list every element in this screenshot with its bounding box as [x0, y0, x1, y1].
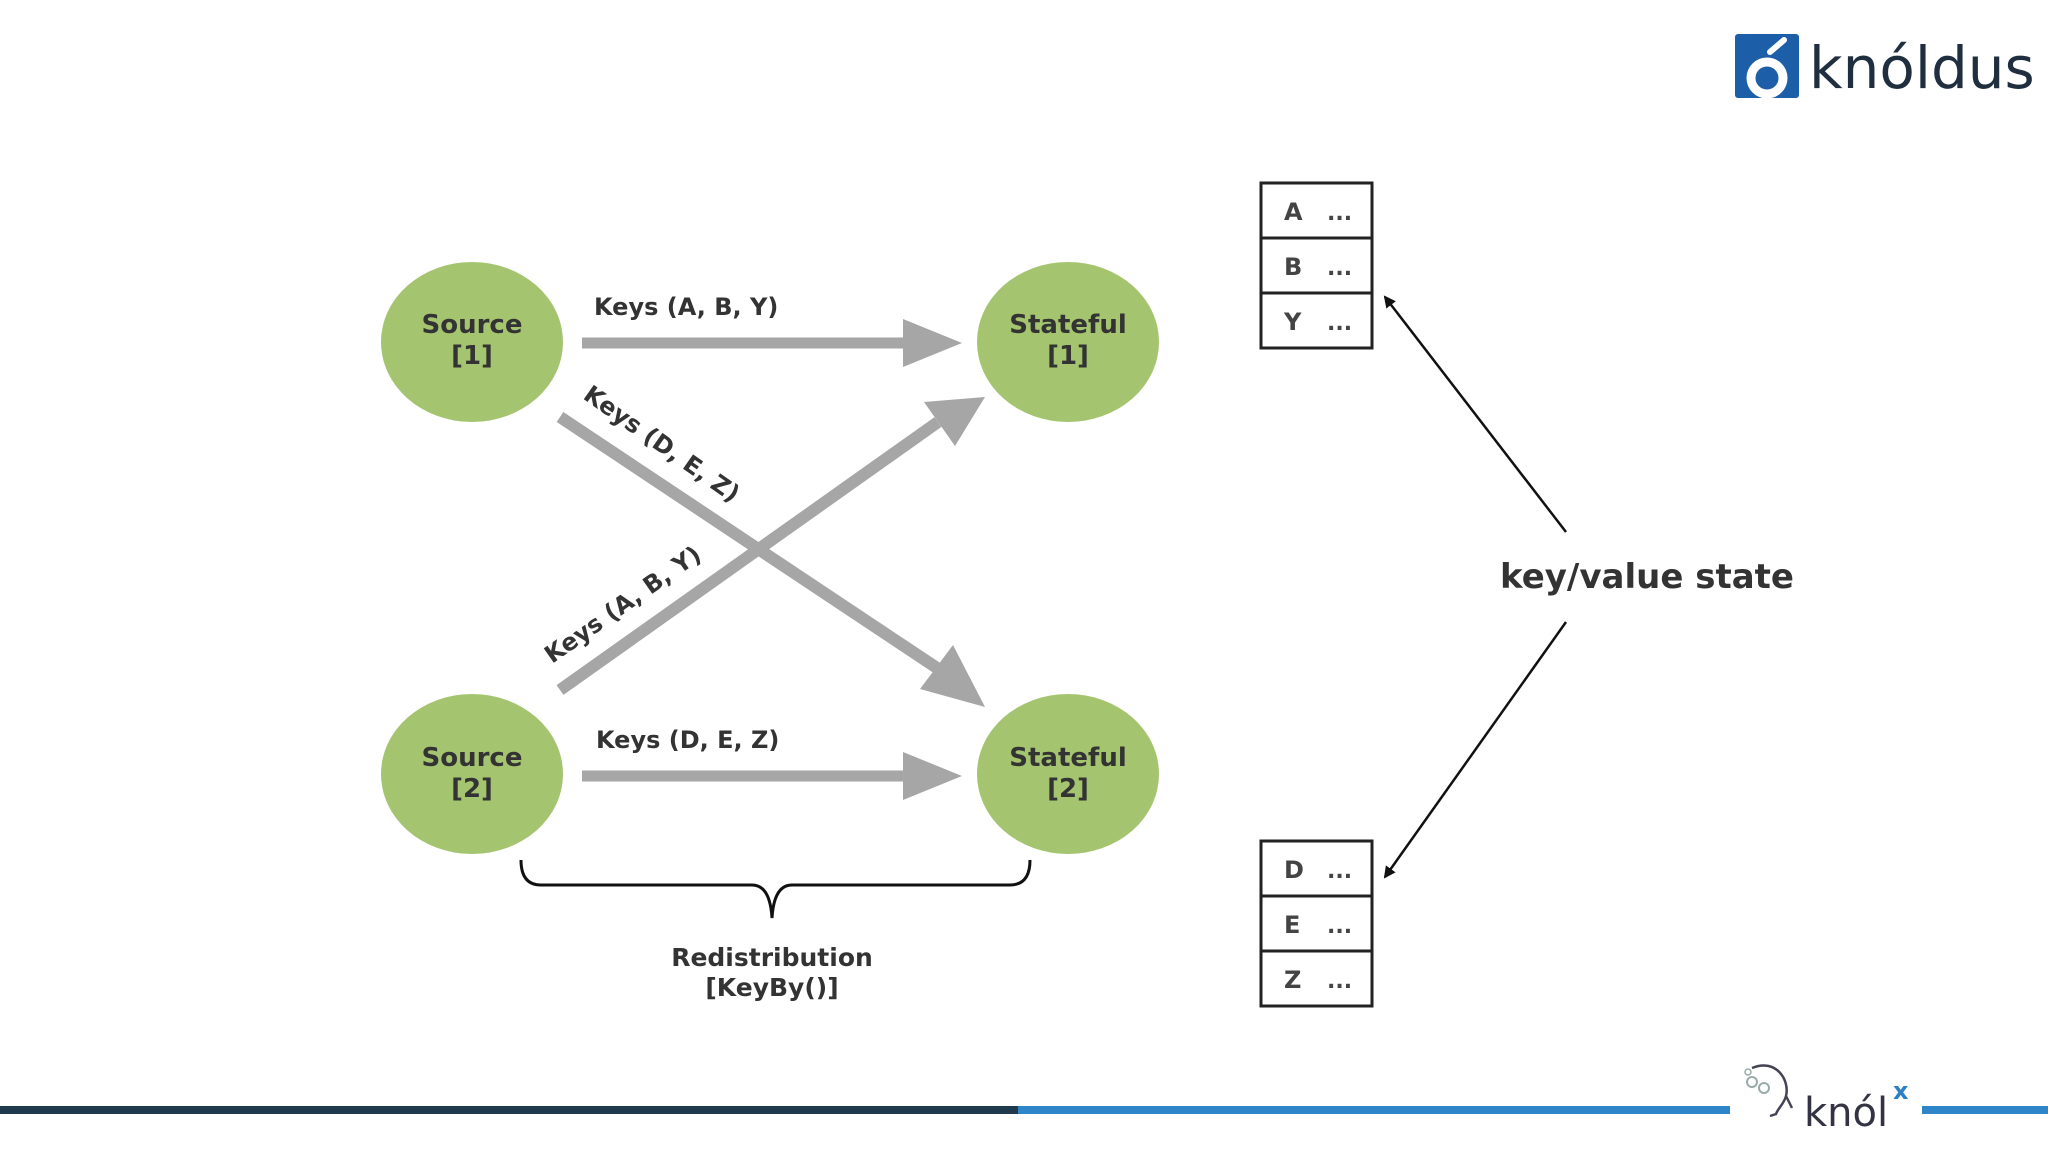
state-table-1-key-a: A: [1284, 198, 1303, 226]
pointer-to-state-table-2: [1383, 621, 1568, 879]
node-stateful-1-index: [1]: [1047, 341, 1089, 371]
arrowhead-s1-to-st2-icon: [920, 645, 985, 707]
node-source-2-title: Source: [422, 743, 523, 773]
state-table-2-key-z: Z: [1284, 966, 1301, 994]
state-table-1: A ... B ... Y ...: [1259, 181, 1374, 350]
state-table-1-key-y: Y: [1283, 308, 1302, 336]
state-table-1-value-y: ...: [1327, 311, 1352, 336]
arrows: [556, 319, 985, 800]
arrowhead-s2-to-st2-icon: [903, 752, 962, 800]
footer-bar-light: [1018, 1106, 1730, 1114]
state-table-2-value-z: ...: [1327, 969, 1352, 994]
node-source-2: Source [2]: [381, 694, 563, 854]
state-table-1-value-a: ...: [1327, 201, 1352, 226]
state-table-1-value-b: ...: [1327, 256, 1352, 281]
key-value-state-label: key/value state: [1500, 557, 1794, 597]
state-table-2: D ... E ... Z ...: [1259, 839, 1374, 1008]
knolx-logo-superscript: x: [1893, 1077, 1909, 1105]
footer-bar-light-end: [1922, 1106, 2048, 1114]
state-table-2-key-e: E: [1284, 911, 1300, 939]
redistribution-sublabel: [KeyBy()]: [705, 973, 838, 1002]
knolx-logo: knól x: [1730, 1054, 1922, 1152]
edge-label-s2-to-st2: Keys (D, E, Z): [596, 726, 779, 754]
pointer-to-state-table-1: [1383, 295, 1567, 533]
arrow-s2-to-st1: [556, 417, 942, 695]
node-source-1-title: Source: [422, 310, 523, 340]
knolx-logo-text: knól: [1804, 1090, 1888, 1136]
node-source-1: Source [1]: [381, 262, 563, 422]
arrowhead-s1-to-st1-icon: [903, 319, 962, 367]
node-stateful-1-title: Stateful: [1009, 310, 1127, 340]
node-stateful-2-title: Stateful: [1009, 743, 1127, 773]
state-table-2-key-d: D: [1284, 856, 1304, 884]
node-stateful-1: Stateful [1]: [977, 262, 1159, 422]
redistribution-label: Redistribution: [671, 943, 873, 972]
footer-bar-dark: [0, 1106, 1018, 1114]
node-stateful-2: Stateful [2]: [977, 694, 1159, 854]
arrowhead-s2-to-st1-icon: [924, 397, 985, 446]
node-stateful-2-index: [2]: [1047, 774, 1089, 804]
knolx-head-icon: [1744, 1064, 1794, 1118]
edge-label-s1-to-st1: Keys (A, B, Y): [594, 293, 778, 321]
redistribution-brace: [519, 859, 1032, 919]
state-table-2-value-e: ...: [1327, 914, 1352, 939]
arrow-s1-to-st2: [556, 412, 944, 675]
knoldus-logo: knóldus: [1735, 34, 2035, 102]
node-source-2-index: [2]: [451, 774, 493, 804]
state-table-2-value-d: ...: [1327, 859, 1352, 884]
knoldus-logo-text: knóldus: [1809, 34, 2035, 102]
node-source-1-index: [1]: [451, 341, 493, 371]
state-table-1-key-b: B: [1284, 253, 1302, 281]
